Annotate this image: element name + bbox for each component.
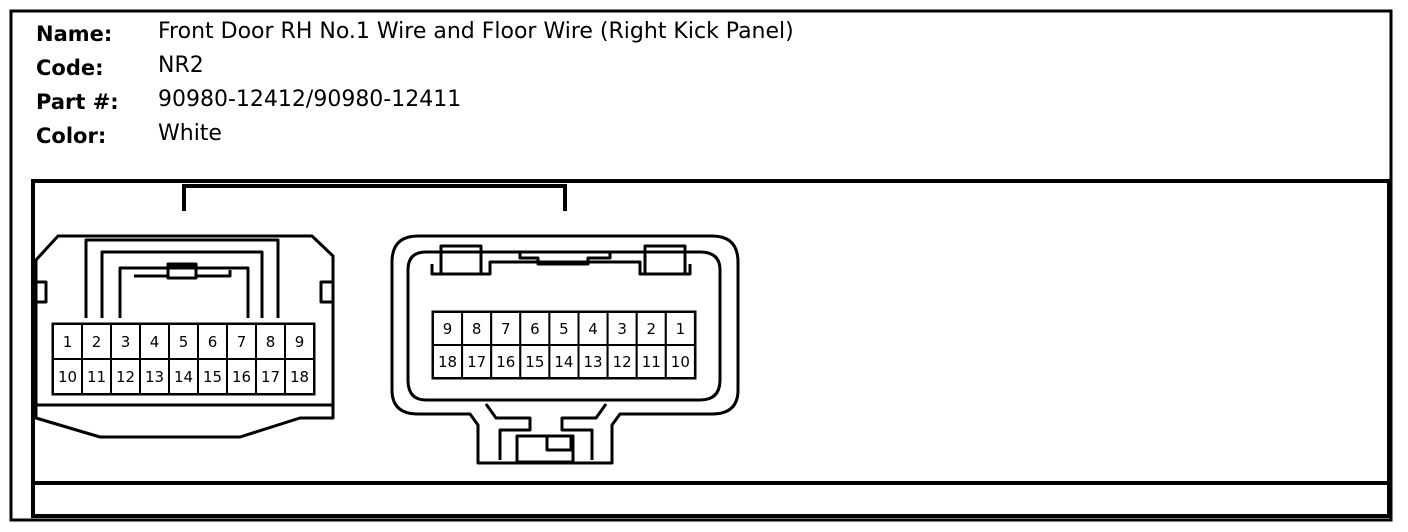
male-pin-16: 16 — [226, 358, 257, 395]
female-pin-7: 7 — [490, 311, 522, 346]
male-pin-label: 2 — [92, 333, 102, 351]
female-pin-label: 4 — [588, 320, 598, 338]
male-pin-5: 5 — [168, 323, 199, 360]
female-pin-label: 14 — [554, 353, 573, 371]
female-pin-label: 12 — [613, 353, 632, 371]
female-pin-8: 8 — [461, 311, 493, 346]
female-pin-12: 12 — [606, 344, 638, 379]
male-pin-label: 10 — [58, 368, 77, 386]
female-pin-18: 18 — [432, 344, 464, 379]
male-pin-label: 9 — [295, 333, 305, 351]
female-pin-3: 3 — [606, 311, 638, 346]
female-pin-15: 15 — [519, 344, 551, 379]
name-label: Name: — [36, 22, 113, 46]
male-pin-label: 4 — [150, 333, 160, 351]
female-pin-14: 14 — [548, 344, 580, 379]
male-pin-label: 11 — [87, 368, 106, 386]
female-pin-label: 15 — [525, 353, 544, 371]
female-pin-label: 8 — [472, 320, 482, 338]
female-pin-1: 1 — [664, 311, 696, 346]
part-label: Part #: — [36, 90, 119, 114]
color-label: Color: — [36, 124, 107, 148]
male-pin-label: 5 — [179, 333, 189, 351]
male-pin-10: 10 — [52, 358, 83, 395]
female-pin-10: 10 — [664, 344, 696, 379]
male-pin-label: 12 — [116, 368, 135, 386]
female-pin-label: 11 — [642, 353, 661, 371]
male-pin-label: 17 — [261, 368, 280, 386]
connector-code: NR2 — [158, 53, 204, 78]
male-pin-label: 6 — [208, 333, 218, 351]
male-pin-7: 7 — [226, 323, 257, 360]
male-pin-15: 15 — [197, 358, 228, 395]
code-label: Code: — [36, 56, 104, 80]
connector-color: White — [158, 121, 222, 146]
female-pin-label: 6 — [530, 320, 540, 338]
female-pin-16: 16 — [490, 344, 522, 379]
color-row: Color: — [36, 121, 158, 151]
female-pin-label: 3 — [617, 320, 627, 338]
female-pin-label: 9 — [443, 320, 453, 338]
name-row: Name: — [36, 19, 158, 49]
male-pin-6: 6 — [197, 323, 228, 360]
male-pin-label: 14 — [174, 368, 193, 386]
male-pin-18: 18 — [284, 358, 315, 395]
connector-part-number: 90980-12412/90980-12411 — [158, 87, 462, 112]
male-pin-8: 8 — [255, 323, 286, 360]
female-pin-11: 11 — [635, 344, 667, 379]
female-pin-13: 13 — [577, 344, 609, 379]
female-pin-label: 17 — [467, 353, 486, 371]
female-pin-6: 6 — [519, 311, 551, 346]
female-pin-label: 13 — [584, 353, 603, 371]
female-pin-label: 10 — [671, 353, 690, 371]
male-pin-label: 18 — [290, 368, 309, 386]
male-pin-label: 15 — [203, 368, 222, 386]
male-pin-label: 1 — [63, 333, 73, 351]
part-row: Part #: — [36, 87, 158, 117]
male-pin-label: 16 — [232, 368, 251, 386]
female-pin-label: 16 — [496, 353, 515, 371]
male-pin-label: 3 — [121, 333, 131, 351]
code-row: Code: — [36, 53, 158, 83]
female-pin-label: 2 — [646, 320, 656, 338]
male-pin-label: 7 — [237, 333, 247, 351]
female-pin-label: 7 — [501, 320, 511, 338]
connector-pair-bracket — [182, 184, 567, 211]
male-pin-label: 8 — [266, 333, 276, 351]
male-pin-label: 13 — [145, 368, 164, 386]
female-pin-5: 5 — [548, 311, 580, 346]
female-pin-label: 1 — [676, 320, 686, 338]
female-pin-4: 4 — [577, 311, 609, 346]
female-pin-17: 17 — [461, 344, 493, 379]
male-pin-11: 11 — [81, 358, 112, 395]
female-pin-9: 9 — [432, 311, 464, 346]
male-pin-12: 12 — [110, 358, 141, 395]
connector-name: Front Door RH No.1 Wire and Floor Wire (… — [158, 19, 794, 44]
female-pin-label: 5 — [559, 320, 569, 338]
female-pin-label: 18 — [438, 353, 457, 371]
female-pin-2: 2 — [635, 311, 667, 346]
male-pin-9: 9 — [284, 323, 315, 360]
